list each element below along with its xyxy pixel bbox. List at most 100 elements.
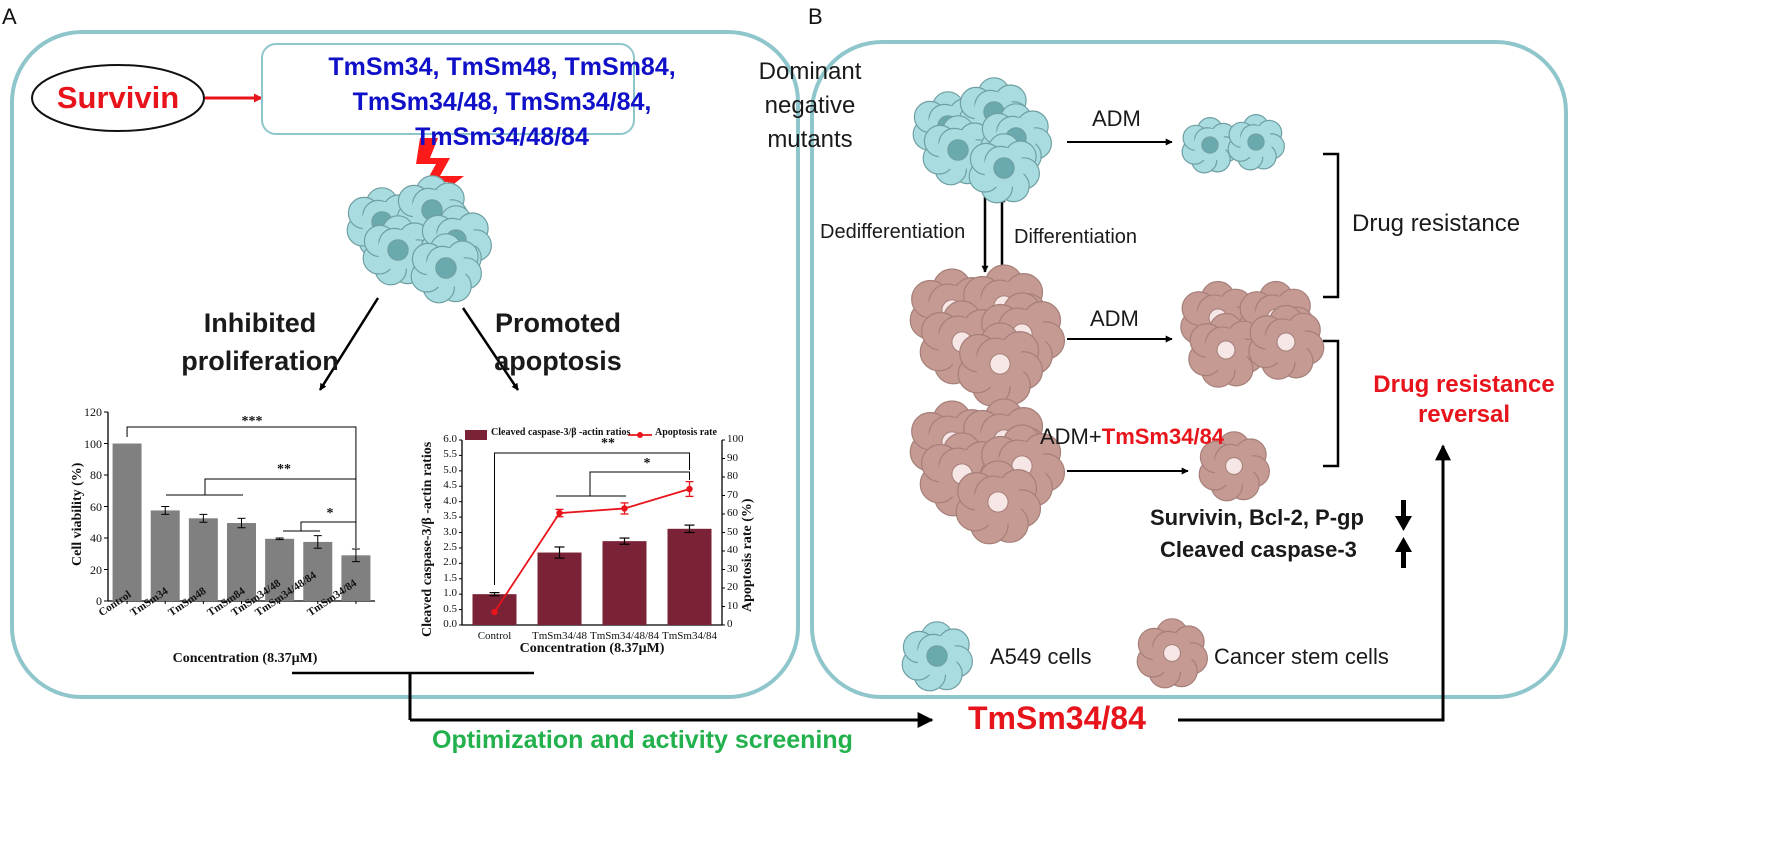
x-axis-label: Concentration (8.37μM) [519,641,665,656]
y-tick-label-right: 40 [727,544,738,556]
y-tick-label: 120 [84,405,102,419]
promoted-line-2: apoptosis [494,346,622,376]
y-tick-label-right: 50 [727,525,738,538]
mutants-list: TmSm34, TmSm48, TmSm84, TmSm34/48, TmSm3… [298,50,706,155]
legend-csc: Cancer stem cells [1214,644,1389,669]
y-tick-label-right: 90 [727,451,738,464]
promoted-line-1: Promoted [494,308,621,338]
mutants-line-2: TmSm34/48, TmSm34/84, [352,88,652,116]
reversal-label: Drug resistance reversal [1373,370,1554,430]
bar [265,538,295,601]
legend-csc-icon [1136,618,1209,689]
bar [112,443,142,601]
y-axis-label-right: Apoptosis rate (%) [740,498,755,612]
up-arrow-icon [1395,537,1412,568]
bar [537,552,582,625]
csc-cluster-b-bottom [909,398,1066,545]
cell-cluster-a [346,175,492,304]
sig-bracket [204,478,356,495]
adm-top-label: ADM [1092,106,1141,131]
y-tick-label: 0.5 [443,602,457,615]
y-tick-label: 0 [96,594,102,608]
y-tick-label: 4.0 [443,494,457,507]
line-point [686,485,693,493]
legend-line-marker [637,432,643,438]
y-tick-label-right: 30 [727,562,738,575]
reversal-bracket [1323,339,1340,468]
survivin-ellipse [31,64,205,132]
markers-up: Cleaved caspase-3 [1160,537,1357,562]
down-arrow-icon [1395,500,1412,531]
csc-pair-b-mid [1180,280,1325,388]
dominant-line-3: mutants [767,126,853,153]
dominant-line-2: negative [764,92,856,119]
mutants-box [261,43,635,135]
dedifferentiation-label: Dedifferentiation [820,221,966,243]
panel-a-frame [10,30,800,699]
resistance-bracket [1323,152,1340,299]
legend-bar-label: Cleaved caspase-3/β -actin ratios [491,427,631,438]
promoted-apoptosis-label: Promoted apoptosis [458,304,658,380]
y-axis-label: Cleaved caspase-3/β -actin ratios [420,441,435,637]
y-axis-label: Cell viability (%) [70,462,85,566]
y-tick-label-right: 10 [727,599,738,612]
y-tick-label: 60 [90,499,102,514]
panel-b-frame [810,40,1568,699]
y-tick-label: 5.0 [443,463,457,476]
x-tick-label: TmSm34/48 [531,630,588,642]
drug-resistance-label: Drug resistance [1352,210,1521,237]
line-point [491,608,498,616]
y-tick-label: 0.0 [443,618,457,630]
y-tick-label: 3.0 [443,525,457,538]
sig-bracket [126,426,357,548]
y-tick-label-right: 80 [727,470,738,482]
y-tick-label: 1.5 [443,571,457,584]
x-axis-label: Concentration (8.37μM) [172,651,318,666]
sig-label: ** [277,462,291,477]
screening-label: Optimization and activity screening [432,726,853,754]
inhibited-line-2: proliferation [181,346,339,376]
cell-viability-chart [104,411,375,604]
y-tick-label: 5.5 [443,448,457,461]
panel-b-letter: B [808,4,823,29]
caspase-apoptosis-chart [459,430,725,626]
sig-label: * [326,506,334,521]
y-tick-label: 4.5 [443,479,457,492]
legend-line-label: Apoptosis rate [655,427,717,438]
bar [667,528,712,625]
legend-bar-swatch [465,430,487,440]
y-tick-label: 20 [90,562,102,577]
sig-bracket [300,521,356,531]
mutants-line-1: TmSm34, TmSm48, TmSm84, [328,53,676,81]
reversal-line-2: reversal [1417,401,1511,428]
y-tick-label-right: 100 [727,433,744,445]
csc-cluster-b-mid [909,264,1066,407]
reversal-arrow [1178,444,1451,722]
panel-a-letter: A [2,4,17,29]
bar [150,510,180,601]
y-tick-label-right: 20 [727,581,738,593]
adm-bottom-label: ADM+TmSm34/84 [1040,424,1224,450]
y-tick-label: 2.0 [443,556,457,569]
line-point [621,505,628,512]
csc-single-b-bottom [1198,431,1271,502]
x-tick-label: TmSm34/84 [661,630,718,642]
y-tick-label: 6.0 [443,433,457,445]
y-tick-label: 80 [90,468,102,482]
dominant-negative-label: Dominant negative mutants [720,55,900,157]
y-tick-label: 40 [90,531,102,545]
bar [341,555,371,601]
markers-down: Survivin, Bcl-2, P-gp [1150,505,1364,530]
inhibited-line-1: Inhibited [203,308,317,338]
y-tick-label: 3.5 [443,510,457,523]
selected-mutant-label: TmSm34/84 [968,700,1146,736]
differentiation-label: Differentiation [1014,226,1138,248]
promote-arrow [461,307,520,391]
sig-bracket [494,452,690,585]
x-tick-label: Control [477,630,512,642]
cell-cluster-b-top [912,77,1053,204]
y-tick-label-right: 0 [727,618,733,630]
x-tick-label: TmSm34/48/84 [589,630,660,642]
sig-label: *** [241,414,263,429]
